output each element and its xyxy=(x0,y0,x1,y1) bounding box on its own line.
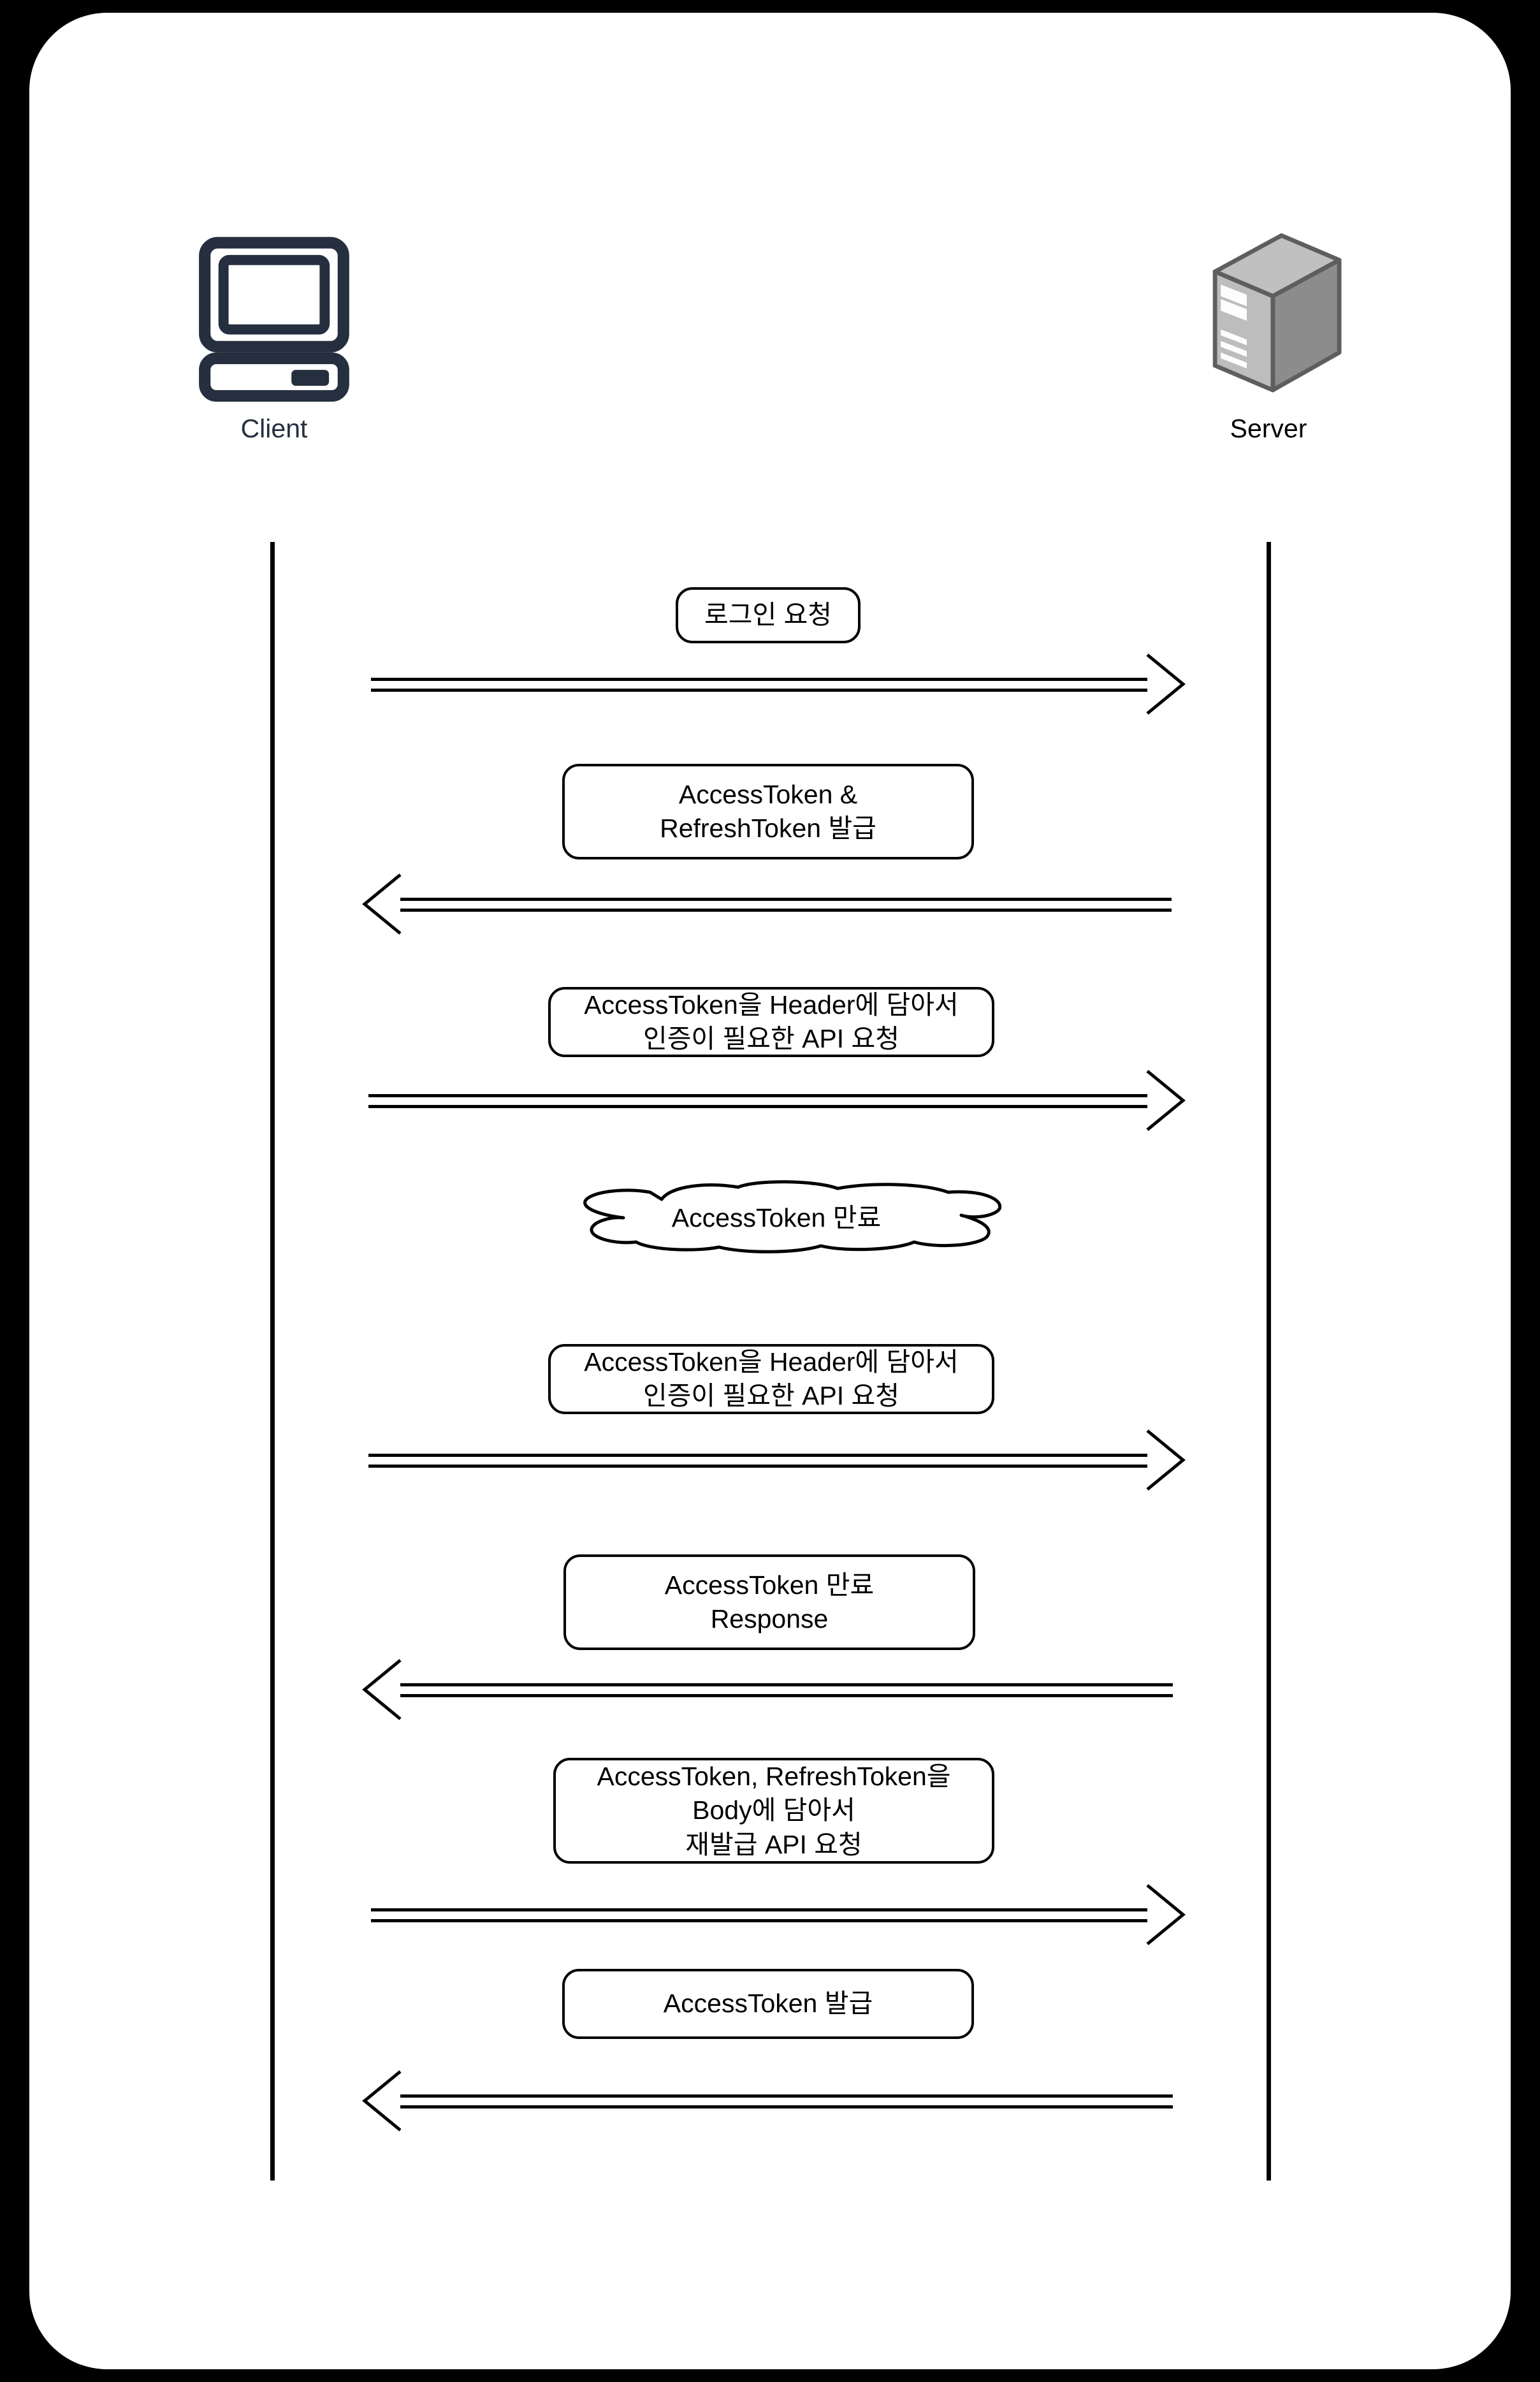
message-line: AccessToken 발급 xyxy=(663,1989,873,2019)
message-box-2: AccessToken & RefreshToken 발급 xyxy=(562,764,974,859)
message-line: Body에 담아서 xyxy=(692,1795,855,1825)
message-cloud-4: AccessToken 만료 xyxy=(541,1178,1012,1255)
actor-server: Server xyxy=(1090,210,1447,442)
desktop-computer-icon xyxy=(96,210,453,402)
message-box-1: 로그인 요청 xyxy=(676,587,861,643)
message-line: AccessToken 만료 xyxy=(664,1570,875,1600)
message-box-3: AccessToken을 Header에 담아서 인증이 필요한 API 요청 xyxy=(548,987,994,1057)
message-line: 재발급 API 요청 xyxy=(685,1829,862,1859)
message-line: Response xyxy=(710,1604,829,1633)
message-line: AccessToken을 Header에 담아서 xyxy=(584,990,959,1019)
message-box-8: AccessToken 발급 xyxy=(562,1969,974,2039)
lifeline-server xyxy=(1267,542,1271,2181)
server-tower-icon xyxy=(1090,210,1447,402)
cloud-shape xyxy=(583,1180,1002,1253)
message-line: AccessToken을 Header에 담아서 xyxy=(584,1347,959,1377)
message-line: 로그인 요청 xyxy=(704,600,832,630)
message-line: 인증이 필요한 API 요청 xyxy=(643,1381,900,1410)
lifeline-client xyxy=(270,542,275,2181)
message-box-5: AccessToken을 Header에 담아서 인증이 필요한 API 요청 xyxy=(548,1344,994,1414)
message-line: AccessToken, RefreshToken을 xyxy=(597,1762,951,1792)
message-line: RefreshToken 발급 xyxy=(660,814,876,843)
actor-client: Client xyxy=(96,210,453,442)
message-line: 인증이 필요한 API 요청 xyxy=(643,1024,900,1053)
actor-server-label: Server xyxy=(1230,414,1307,443)
cloud-label: AccessToken 만료 xyxy=(671,1203,882,1232)
actor-client-label: Client xyxy=(240,414,308,443)
message-line: AccessToken & xyxy=(678,779,858,809)
message-box-6: AccessToken 만료 Response xyxy=(563,1554,975,1650)
message-box-7: AccessToken, RefreshToken을 Body에 담아서 재발급… xyxy=(553,1758,994,1864)
